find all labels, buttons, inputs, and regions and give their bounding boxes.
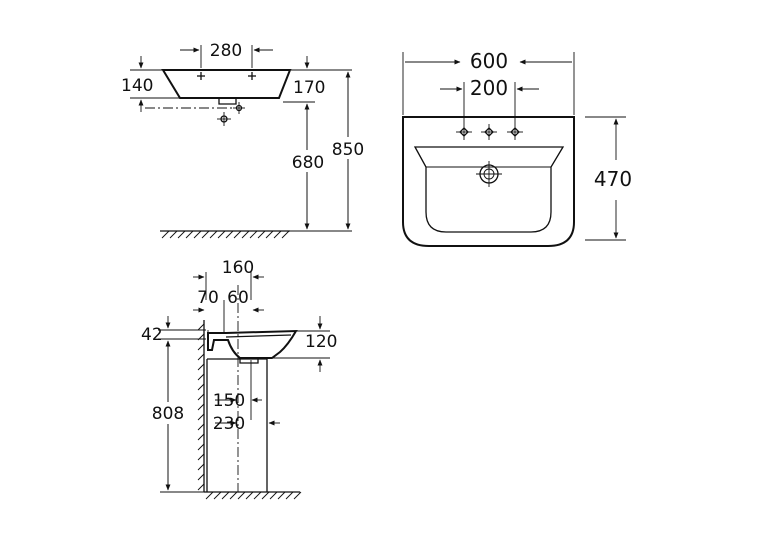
wall-hatch (197, 323, 205, 491)
fixing-bolt-icon (233, 102, 245, 114)
dim-230: 230 (213, 414, 245, 434)
dim-200: 200 (470, 76, 508, 100)
dim-140: 140 (121, 76, 153, 96)
dim-60: 60 (227, 288, 249, 308)
dim-850: 850 (332, 140, 364, 160)
tap-hole-icon (481, 124, 497, 140)
front-basin-outline (161, 69, 292, 99)
dim-280: 280 (210, 41, 242, 61)
front-waste-outlet (218, 98, 237, 105)
side-view: 160 70 60 42 120 808 150 230 (141, 258, 337, 500)
dim-600: 600 (470, 49, 508, 73)
floor-hatch (161, 230, 290, 239)
side-waste-outlet (239, 358, 259, 364)
dim-70: 70 (197, 288, 219, 308)
front-view: 280 140 170 680 850 (121, 41, 366, 239)
floor-hatch (205, 491, 302, 500)
dim-160: 160 (222, 258, 254, 278)
dim-150: 150 (213, 391, 245, 411)
pedestal-outline (206, 359, 268, 492)
top-bowl-inner (413, 146, 565, 233)
dim-470: 470 (594, 167, 632, 191)
dim-170: 170 (293, 78, 325, 98)
dim-680: 680 (292, 153, 324, 173)
dim-120: 120 (305, 332, 337, 352)
tap-hole-icon (456, 124, 472, 140)
tap-hole-icon (197, 72, 205, 80)
drain-icon (476, 161, 502, 187)
top-view: 600 200 470 (402, 49, 632, 247)
dim-42: 42 (141, 325, 163, 345)
top-basin-outline (402, 116, 575, 247)
tap-hole-icon (248, 72, 256, 80)
fixing-bolt-icon (217, 112, 231, 126)
dim-808: 808 (152, 404, 184, 424)
tap-hole-icon (507, 124, 523, 140)
